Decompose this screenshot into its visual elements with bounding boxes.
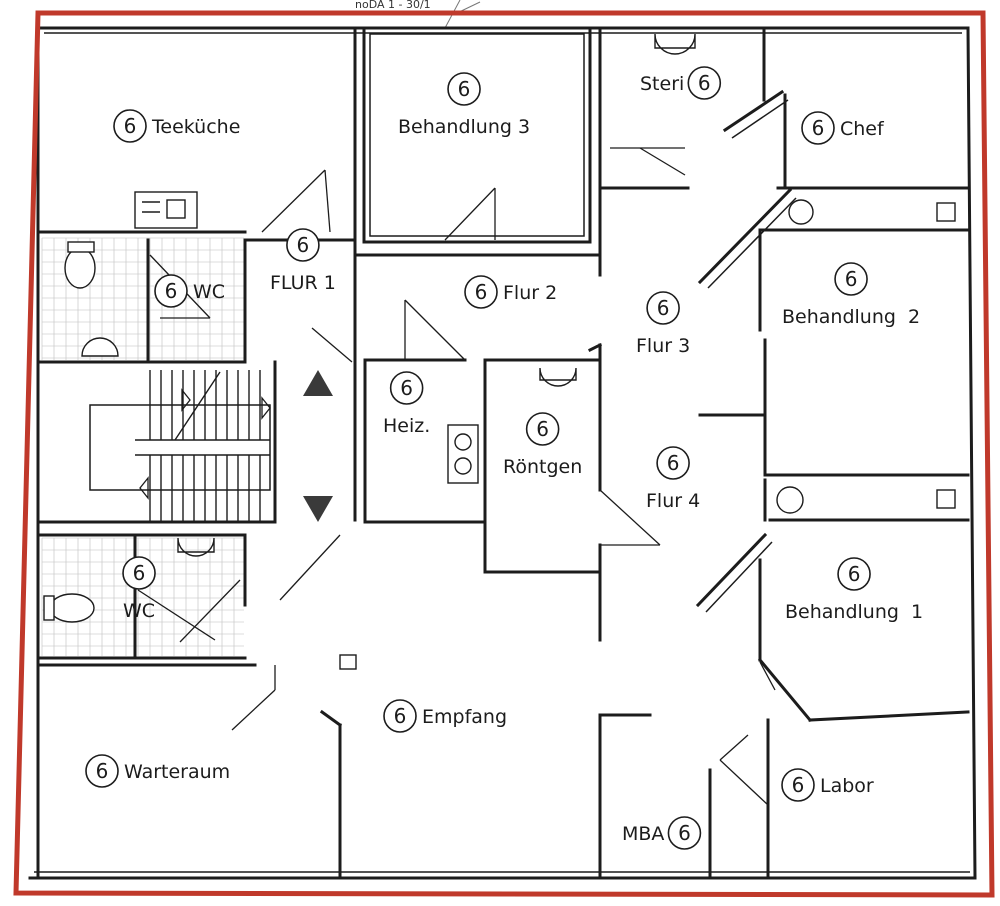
room-number-marker [286,228,320,262]
room-number: 6 [297,233,310,257]
room-number-marker [837,557,871,591]
room-warteraum: Warteraum 6 [85,754,230,788]
room-name: Empfang [422,706,507,728]
room-number: 6 [848,562,861,586]
room-behandlung1: Behandlung 1 6 [785,557,923,623]
room-number-marker [113,109,147,143]
room-number: 6 [165,279,178,303]
sink-bottom [177,537,215,557]
room-number: 6 [698,71,711,95]
room-wc-bottom: WC 6 [122,556,156,622]
room-name: Labor [820,775,874,797]
sink-steri [654,33,696,55]
room-name: Flur 3 [636,335,690,357]
room-number: 6 [536,417,549,441]
room-number-marker [85,754,119,788]
room-flur2: Flur 2 6 [464,275,557,309]
room-number: 6 [96,759,109,783]
room-name: Warteraum [124,761,230,783]
room-number: 6 [792,773,805,797]
room-name: Flur 4 [646,490,700,512]
room-number-marker [464,275,498,309]
room-number: 6 [475,280,488,304]
room-behandlung2: Behandlung 2 6 [782,262,920,328]
room-mba: MBA 6 [622,816,702,850]
door-swings [137,147,776,806]
room-behandlung3: Behandlung 3 6 [398,72,530,138]
room-number: 6 [133,561,146,585]
interior-walls [36,26,970,880]
column [339,654,357,670]
room-name: Behandlung 1 [785,601,923,623]
room-name: Behandlung 2 [782,306,920,328]
room-number-marker [525,412,560,446]
room-number-marker [389,371,424,405]
room-steri: Steri 6 [640,66,722,100]
room-number-marker [667,816,702,850]
room-name: Behandlung 3 [398,116,530,138]
room-name: FLUR 1 [270,272,336,294]
room-flur1: FLUR 1 6 [270,228,336,294]
room-name: Teeküche [151,116,240,138]
stair-up-arrow [303,370,333,396]
toilet-bottom [49,593,95,623]
room-number: 6 [458,77,471,101]
room-heiz: Heiz. 6 [383,371,430,437]
sink-roentgen [539,367,577,387]
room-wc-top: WC 6 [154,274,225,308]
sink-behandlung1 [776,486,804,514]
exterior-walls [28,26,977,880]
room-chef: Chef 6 [801,111,885,145]
room-number: 6 [400,376,413,400]
toilet-top [64,247,96,289]
top-note: noDA 1 - 30/1 [355,0,431,11]
room-number: 6 [678,821,691,845]
room-name: MBA [622,823,664,845]
stairwell [89,370,333,522]
room-name: WC [123,600,155,622]
room-empfang: Empfang 6 [383,699,507,733]
room-name: Röntgen [503,456,582,478]
plan-border [13,10,995,898]
room-teekueche: Teeküche 6 [113,109,240,143]
room-name: WC [193,281,225,303]
stair-down-arrow [303,496,333,522]
room-flur4: Flur 4 6 [646,446,700,512]
sink-behandlung2 [788,199,814,225]
fixtures [43,33,956,670]
room-number-marker [154,274,188,308]
room-number: 6 [667,451,680,475]
room-number: 6 [124,114,137,138]
stove [134,191,198,229]
room-number-marker [687,66,722,100]
room-number-marker [834,262,868,296]
room-number: 6 [657,296,670,320]
room-number-marker [383,699,417,733]
room-number: 6 [845,267,858,291]
room-labor: Labor 6 [781,768,874,802]
room-flur3: Flur 3 6 [636,291,690,357]
room-name: Chef [840,118,885,140]
room-name: Heiz. [383,415,430,437]
room-number: 6 [812,116,825,140]
room-number-marker [447,72,481,106]
sink-top [81,337,119,357]
room-number-marker [122,556,156,590]
room-number-marker [656,446,690,480]
room-number-marker [646,291,680,325]
room-number-marker [801,111,835,145]
room-name: Flur 2 [503,282,557,304]
room-name: Steri [640,73,684,95]
room-roentgen: Röntgen 6 [503,412,582,478]
room-number-marker [781,768,815,802]
room-number: 6 [394,704,407,728]
